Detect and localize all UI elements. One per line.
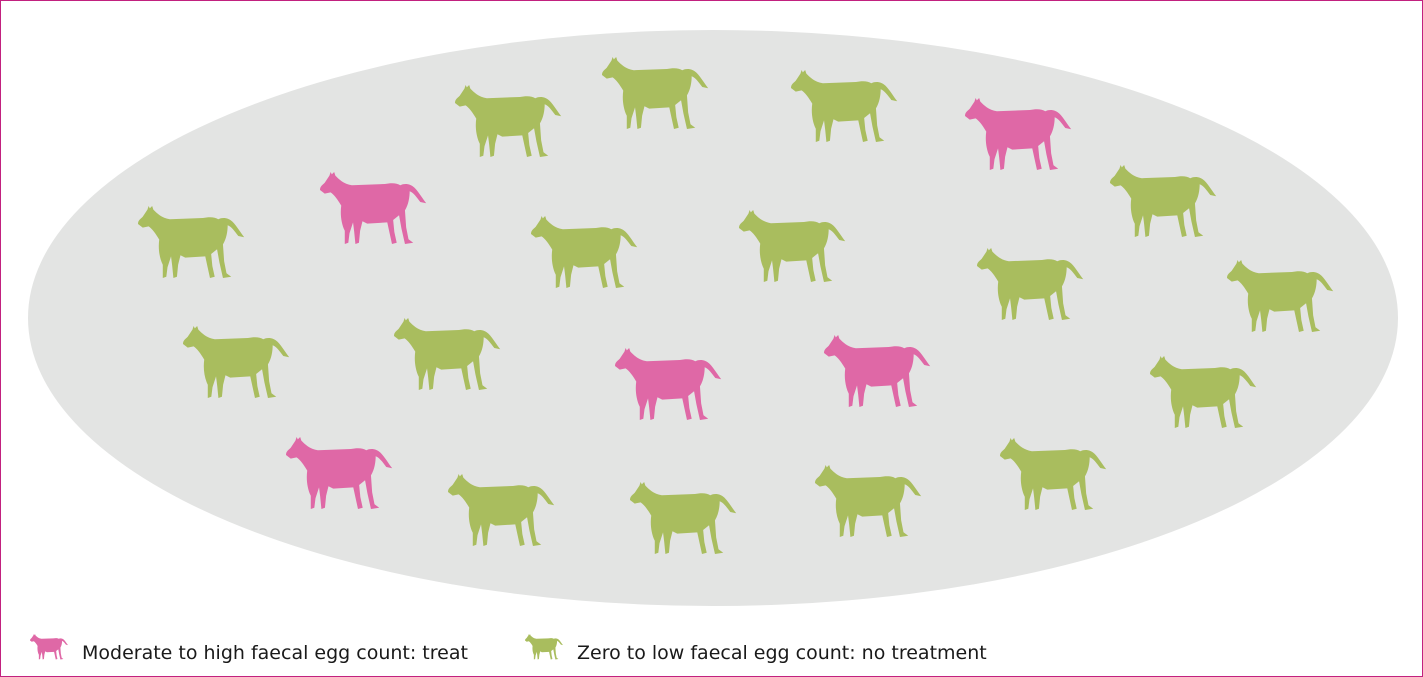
legend-item-treat: Moderate to high faecal egg count: treat bbox=[30, 630, 468, 664]
horse-icon bbox=[525, 630, 563, 664]
legend-item-no-treatment: Zero to low faecal egg count: no treatme… bbox=[525, 630, 987, 664]
horse-icon bbox=[30, 630, 68, 664]
legend-label-treat: Moderate to high faecal egg count: treat bbox=[82, 642, 468, 664]
legend-label-no-treatment: Zero to low faecal egg count: no treatme… bbox=[577, 642, 987, 664]
